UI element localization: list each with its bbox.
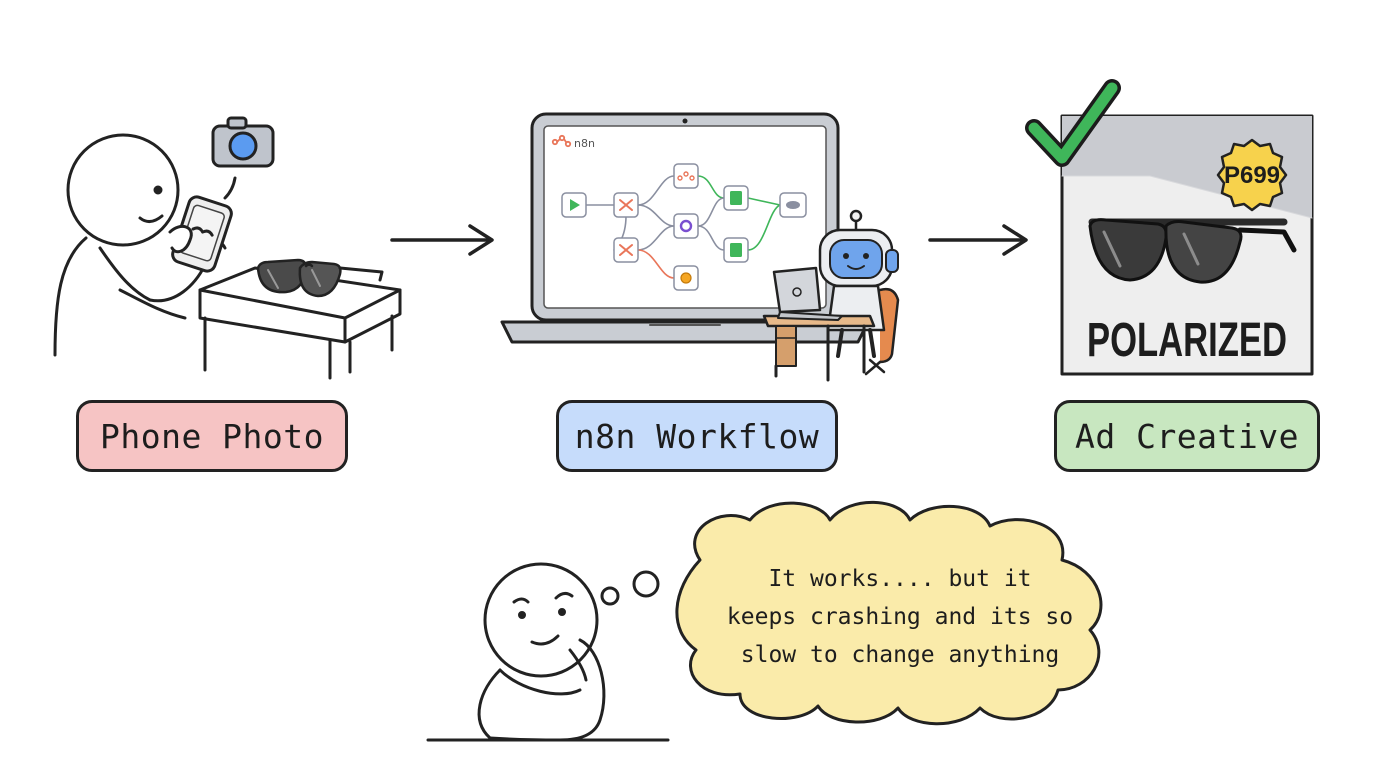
sunglasses-icon [1088,218,1297,284]
gear-node [673,265,699,291]
check-icon [1028,82,1118,164]
price-text: P699 [1224,162,1280,189]
output-node [779,192,807,218]
sheets-node [723,185,749,211]
arrow-right-icon [390,224,494,256]
thought-bubble [675,500,1103,726]
robot-at-desk-illustration [762,209,900,382]
sheets-node [723,237,749,263]
arrow-right-icon [928,224,1028,256]
n8n-workflow-label: n8n Workflow [556,400,838,472]
thought-dots [600,570,660,606]
trigger-node [561,192,587,218]
switch-node [613,192,639,218]
n8n-node [673,163,699,189]
n8n-logo-icon [551,134,572,148]
thought-text-line: keeps crashing and its so [726,604,1074,630]
switch-node [613,237,639,263]
workflow-nodes [561,163,807,291]
ad-headline: POLARIZED [1087,314,1287,367]
n8n-app-name: n8n [574,137,595,150]
price-badge: P699 [1216,138,1288,212]
ad-creative-label: Ad Creative [1054,400,1320,472]
thought-text-line: It works.... but it [768,566,1032,592]
settings-node [673,213,699,239]
thought-text-line: slow to change anything [740,642,1060,668]
camera-icon [211,116,275,200]
sunglasses-icon [256,258,384,298]
phone-photo-label: Phone Photo [76,400,348,472]
thinking-person-illustration [426,562,670,742]
table-illustration [198,266,402,380]
hand-icon [168,224,193,254]
